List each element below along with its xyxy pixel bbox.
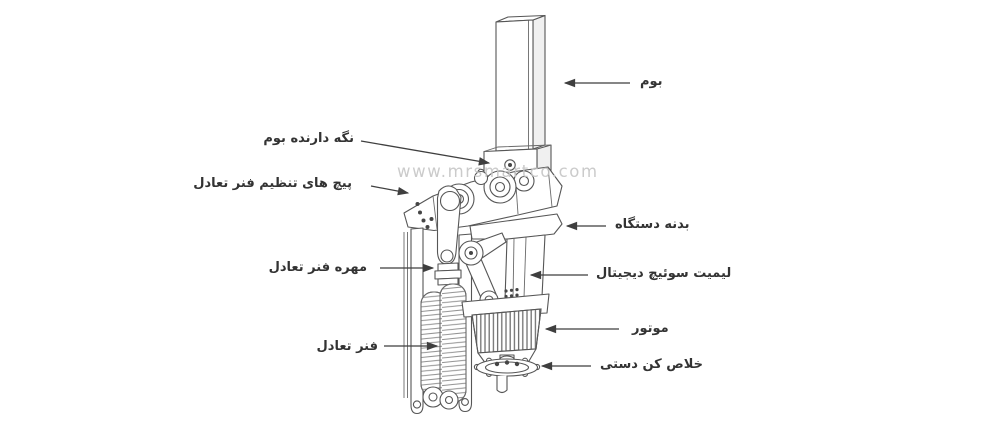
arrow-boom-holder (360, 140, 491, 166)
label-device-body: بدنه دستگاه (615, 217, 690, 232)
spring-adjust-screws-part (415, 202, 434, 229)
boom-part (495, 14, 546, 152)
label-digital-limit-switch: لیمیت سوئیچ دیجیتال (596, 266, 732, 281)
label-motor: موتور (632, 321, 669, 336)
watermark: www.mrsmartco.com (397, 162, 599, 181)
label-boom-holder: نگه دارنده بوم (263, 131, 354, 146)
spring-nut-part (434, 262, 462, 286)
device-body-part (469, 213, 563, 301)
label-spring-nut: مهره فنر تعادل (268, 260, 367, 275)
label-balance-spring: فنر تعادل (316, 339, 378, 354)
limit-switch-part (458, 232, 519, 310)
arrow-adjust-screws (370, 185, 410, 196)
balance-spring-part (412, 283, 469, 410)
motor-part (461, 293, 550, 365)
manual-release-part (473, 354, 541, 394)
leader-arrows (360, 78, 630, 371)
balance-lever-part (436, 185, 462, 265)
label-spring-adjust-screws: پیچ های تنظیم فنر تعادل (193, 176, 352, 191)
label-manual-release: خلاص کن دستی (600, 357, 703, 372)
label-boom: بوم (640, 74, 663, 89)
